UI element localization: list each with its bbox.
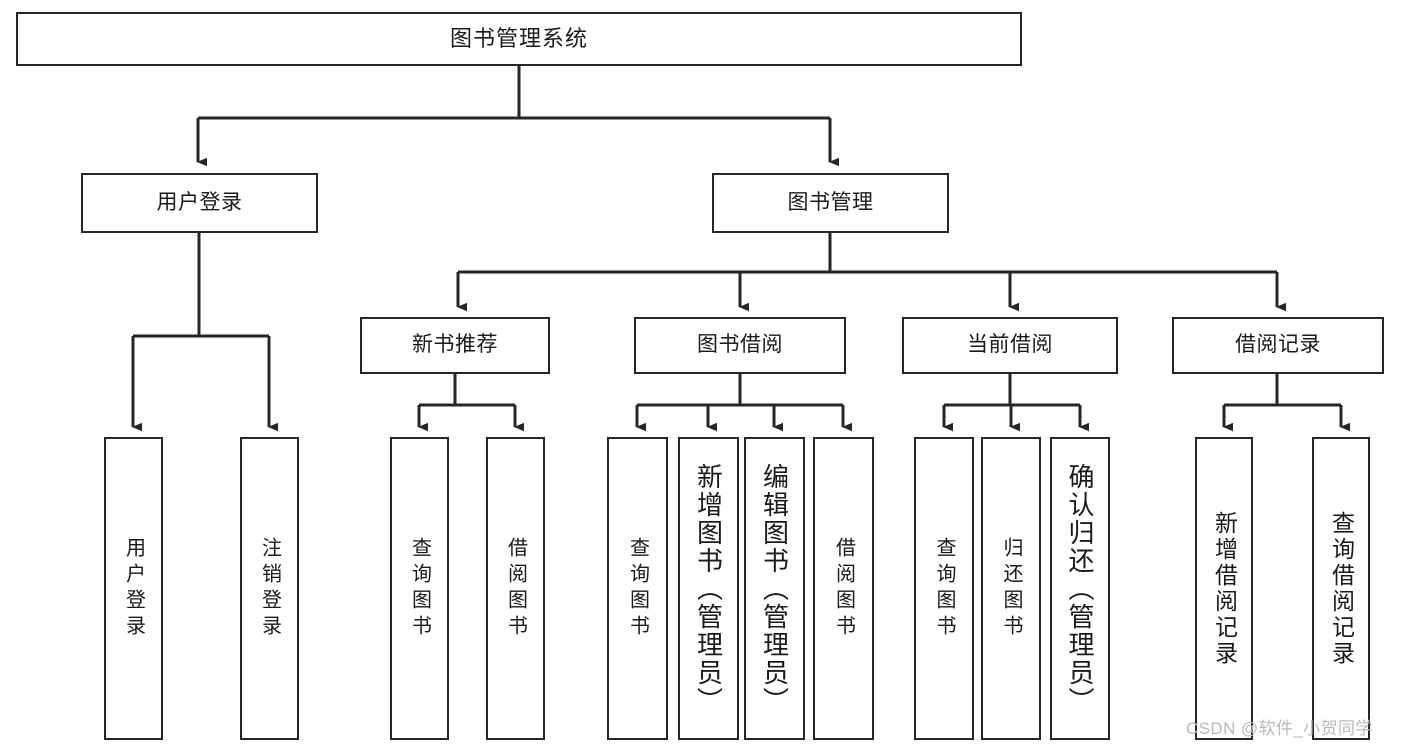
connector-current-borrow-to-leaves (942, 374, 1089, 432)
node-label: 图书管理 (787, 190, 874, 214)
leaf-edit-book[interactable]: 编辑图书（管理员） (744, 437, 805, 740)
leaf-return-book[interactable]: 归还图书 (981, 437, 1041, 740)
node-label: 图书管理系统 (449, 26, 588, 52)
node-label: 编辑图书（管理员） (759, 462, 790, 715)
connector-borrow-record-to-leaves (1222, 374, 1350, 432)
node-label: 新增图书（管理员） (693, 462, 724, 715)
node-label: 注销登录 (258, 536, 281, 641)
node-label: 借阅图书 (504, 536, 527, 641)
node-borrow-record[interactable]: 借阅记录 (1172, 317, 1384, 374)
leaf-user-logout[interactable]: 注销登录 (240, 437, 299, 740)
node-label: 用户登录 (122, 536, 145, 641)
node-new-book-recommend[interactable]: 新书推荐 (360, 317, 550, 374)
node-label: 新增借阅记录 (1211, 510, 1238, 667)
leaf-user-login[interactable]: 用户登录 (104, 437, 163, 740)
leaf-borrow-book-recommend[interactable]: 借阅图书 (486, 437, 545, 740)
leaf-query-book-current[interactable]: 查询图书 (914, 437, 974, 740)
node-label: 查询图书 (408, 536, 431, 641)
node-label: 新书推荐 (412, 333, 498, 357)
leaf-borrow-book-borrow[interactable]: 借阅图书 (813, 437, 874, 740)
node-current-borrow[interactable]: 当前借阅 (902, 317, 1118, 374)
watermark-text: CSDN @软件_小贺同学 (1186, 719, 1373, 738)
leaf-add-borrow-record[interactable]: 新增借阅记录 (1195, 437, 1253, 740)
node-user-login[interactable]: 用户登录 (81, 173, 318, 233)
node-label: 归还图书 (1000, 536, 1022, 641)
leaf-query-book-borrow[interactable]: 查询图书 (607, 437, 668, 740)
node-label: 用户登录 (156, 190, 243, 214)
node-label: 借阅记录 (1235, 333, 1321, 357)
node-book-borrow[interactable]: 图书借阅 (634, 317, 846, 374)
connector-new-book-recommend-to-leaves (417, 374, 524, 432)
leaf-query-borrow-record[interactable]: 查询借阅记录 (1312, 437, 1370, 740)
node-label: 查询图书 (933, 536, 955, 641)
node-label: 查询图书 (626, 536, 649, 641)
leaf-add-book[interactable]: 新增图书（管理员） (678, 437, 739, 740)
node-book-management[interactable]: 图书管理 (712, 173, 949, 233)
connector-book-borrow-to-leaves (635, 374, 852, 432)
node-root-book-management-system[interactable]: 图书管理系统 (16, 12, 1022, 66)
node-label: 查询借阅记录 (1328, 510, 1355, 667)
node-label: 确认归还（管理员） (1065, 462, 1095, 715)
node-label: 借阅图书 (832, 536, 855, 641)
connector-root-to-level1 (196, 66, 839, 167)
leaf-query-book-recommend[interactable]: 查询图书 (390, 437, 449, 740)
leaf-confirm-return[interactable]: 确认归还（管理员） (1050, 437, 1110, 740)
node-label: 当前借阅 (967, 333, 1053, 357)
connector-user-login-to-leaves (131, 233, 278, 432)
connector-book-manage-to-level2 (456, 233, 1286, 312)
node-label: 图书借阅 (697, 333, 783, 357)
